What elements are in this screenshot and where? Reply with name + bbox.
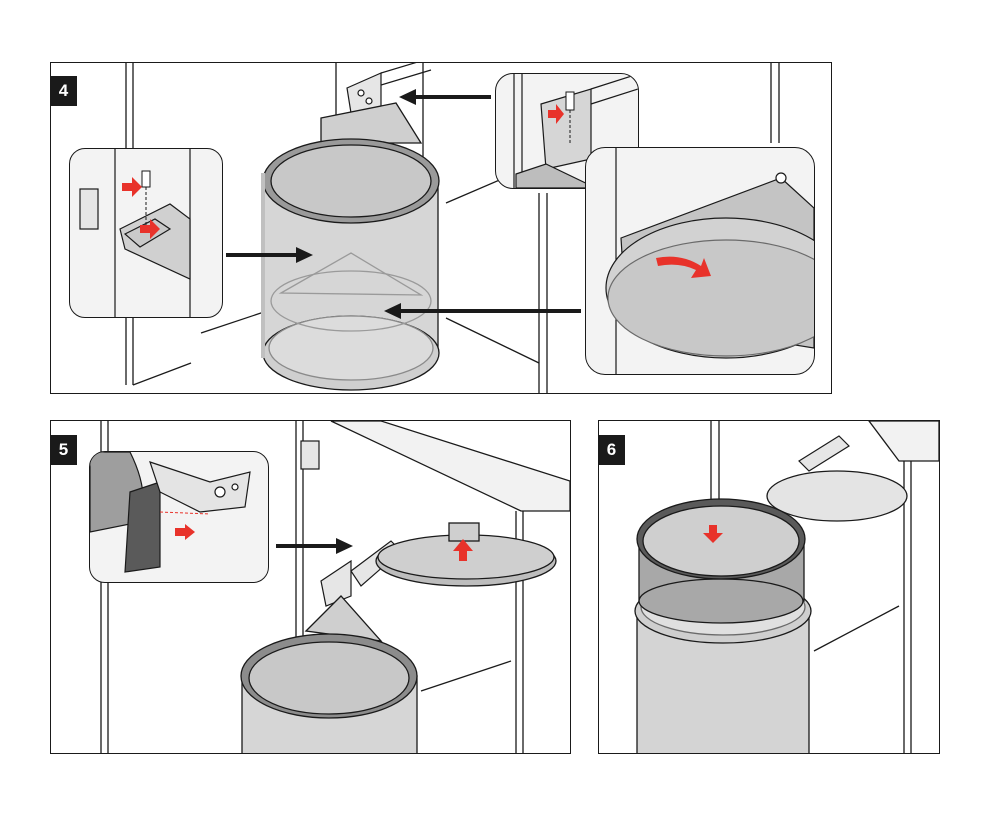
panel-step-4: 4 xyxy=(50,62,832,394)
red-arrow-icon xyxy=(453,539,473,561)
step-number-badge: 4 xyxy=(51,76,77,106)
arrow-left-icon xyxy=(399,89,491,105)
red-arrow-icon xyxy=(703,525,723,543)
red-arrow-icon xyxy=(548,104,564,124)
cabinet-scene-4 xyxy=(125,63,780,393)
red-arrow-icon xyxy=(656,256,711,278)
red-arrow-icon xyxy=(122,177,160,239)
arrow-left-icon xyxy=(384,303,581,319)
bin-lid xyxy=(766,470,908,522)
hinge-bracket-icon xyxy=(798,435,850,472)
detail-inset-hinge xyxy=(89,451,269,583)
waste-bin xyxy=(240,595,418,753)
hinge-bracket-icon xyxy=(300,440,402,607)
panel-step-6: 6 xyxy=(598,420,940,754)
screw-icon xyxy=(565,91,575,144)
detail-inset-left xyxy=(69,148,223,318)
arrow-right-icon xyxy=(276,538,353,554)
screw-icon xyxy=(141,170,151,229)
red-arrow-icon xyxy=(175,524,195,540)
cabinet-scene-6 xyxy=(634,421,939,753)
waste-bin xyxy=(261,102,440,391)
step-number-badge: 6 xyxy=(599,435,625,465)
cabinet-scene-5 xyxy=(100,421,570,753)
detail-inset-lid xyxy=(585,147,815,375)
arrow-right-icon xyxy=(226,247,313,263)
inner-bucket xyxy=(636,498,806,624)
panel-step-5: 5 xyxy=(50,420,571,754)
step-number-badge: 5 xyxy=(51,435,77,465)
